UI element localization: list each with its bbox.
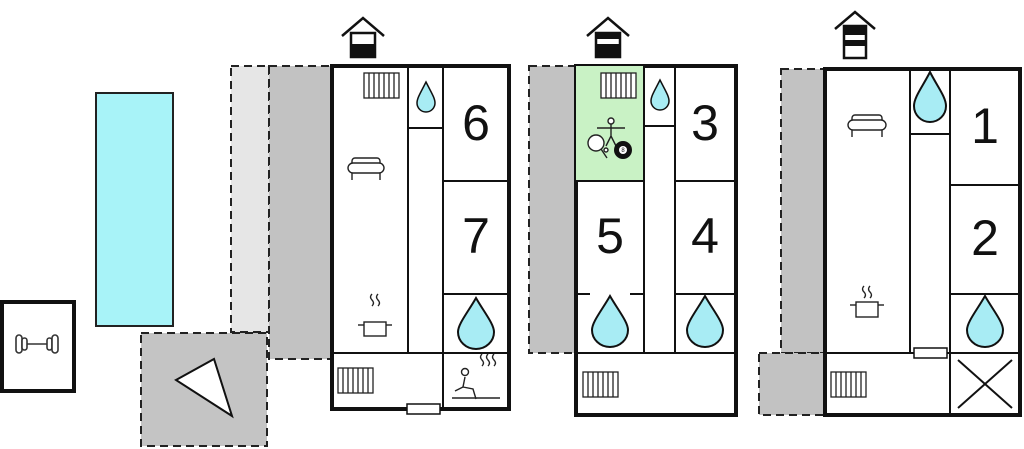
door-icon [406, 403, 441, 415]
bathroom-drop-icon [965, 293, 1005, 348]
radiator-icon [600, 72, 637, 99]
terrace [780, 68, 826, 354]
room-number: 3 [691, 95, 719, 151]
room-number: 1 [971, 98, 999, 154]
radiator-icon [363, 72, 400, 99]
room-number: 4 [691, 208, 719, 264]
table-tennis-icon [587, 134, 609, 159]
terrace-sunshade [140, 332, 268, 447]
radiator-icon [830, 371, 867, 398]
bathroom-drop-icon [912, 69, 948, 123]
house-1: 6 7 [230, 16, 511, 415]
bathroom-drop-icon [590, 293, 630, 348]
bathroom-drop-icon [416, 80, 436, 113]
bathroom-drop-icon [650, 78, 670, 111]
house-3: 1 2 [758, 10, 1022, 417]
terrace [528, 65, 577, 354]
gym-area [0, 300, 76, 393]
house-entrance-icon [586, 16, 630, 59]
room-number: 7 [462, 208, 490, 264]
radiator-icon [582, 371, 619, 398]
billiards-icon: 8 [614, 141, 632, 159]
dumbbell-icon [15, 334, 59, 354]
table-football-icon [597, 117, 625, 147]
room-number: 5 [596, 208, 624, 264]
radiator-icon [337, 367, 374, 394]
terrace [230, 65, 270, 333]
cooking-pot-icon [358, 293, 392, 337]
terrace [758, 352, 826, 416]
door-icon [913, 347, 948, 359]
pool [95, 92, 174, 327]
sofa-icon [847, 114, 887, 137]
cooking-pot-icon [850, 285, 884, 318]
svg-text:8: 8 [621, 148, 625, 154]
sauna-icon [452, 353, 500, 400]
sunshade-icon [174, 357, 234, 419]
house-entrance-icon [341, 16, 385, 59]
house-entrance-icon [834, 10, 876, 60]
room-number: 2 [971, 210, 999, 266]
bathroom-drop-icon [456, 295, 496, 350]
room-number: 6 [462, 95, 490, 151]
house-2: 8 3 5 4 [528, 16, 738, 417]
terrace [268, 65, 332, 360]
bathroom-drop-icon [685, 293, 725, 348]
sofa-icon [347, 157, 385, 180]
